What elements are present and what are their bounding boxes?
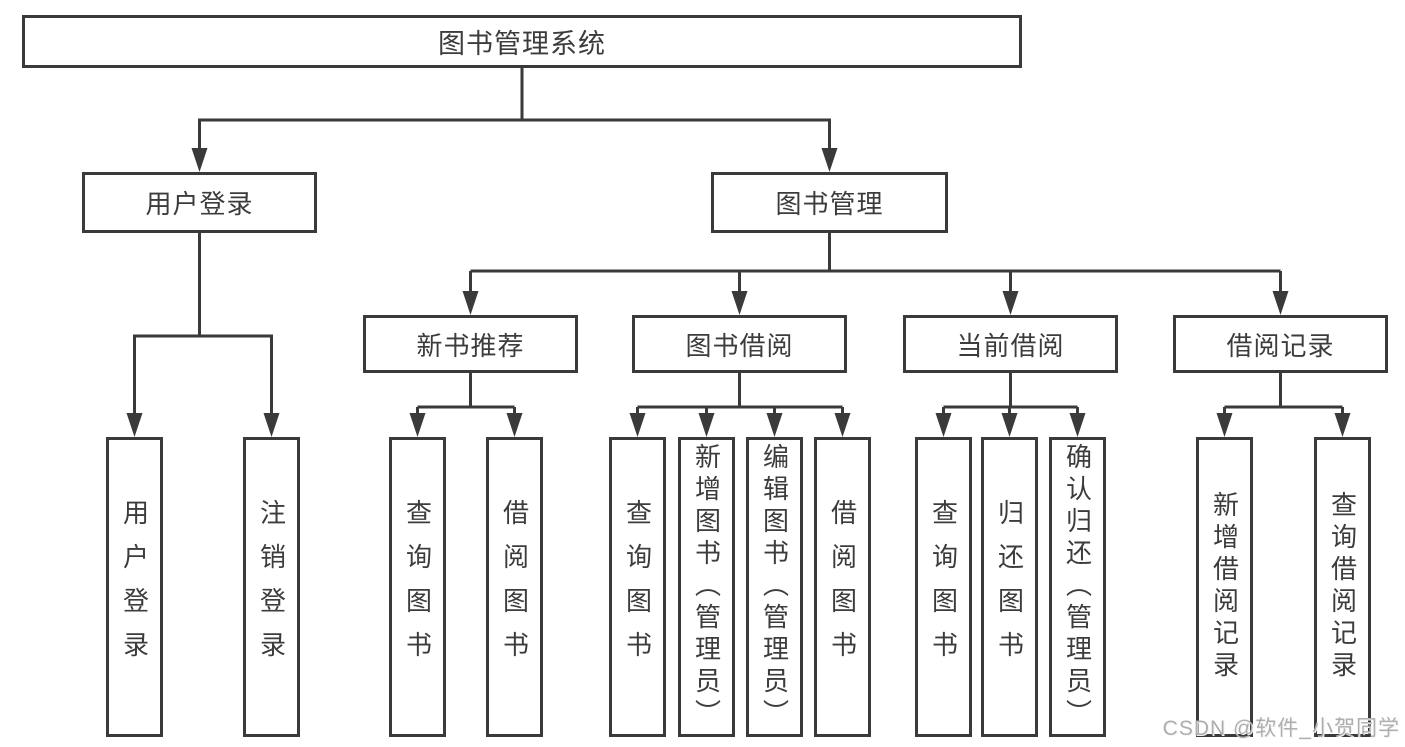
leaf-query-books-borrow: 查询图书 — [609, 437, 666, 737]
node-root-system: 图书管理系统 — [22, 15, 1022, 68]
leaf-logout: 注销登录 — [243, 437, 300, 737]
leaf-borrow-books-recommend: 借阅图书 — [486, 437, 543, 737]
connector-new-book-branch — [416, 373, 516, 418]
leaf-add-books-admin: 新增图书（管理员） — [678, 437, 735, 737]
connector-root-branch — [198, 68, 831, 152]
arrowheads — [126, 148, 1351, 437]
leaf-return-books: 归还图书 — [981, 437, 1038, 737]
arrow-icon — [834, 413, 851, 437]
arrow-icon — [1334, 413, 1351, 437]
leaf-query-borrow-record: 查询借阅记录 — [1314, 437, 1371, 737]
arrow-icon — [263, 413, 280, 437]
arrow-icon — [1069, 413, 1086, 437]
leaf-user-login: 用户登录 — [106, 437, 163, 737]
arrow-icon — [1216, 413, 1233, 437]
leaf-query-books-recommend: 查询图书 — [389, 437, 446, 737]
leaf-edit-books-admin: 编辑图书（管理员） — [746, 437, 803, 737]
arrow-icon — [462, 291, 479, 315]
connector-current-borrow-branch — [942, 373, 1079, 418]
connector-book-borrow-branch — [636, 373, 844, 418]
arrow-icon — [1002, 291, 1019, 315]
connector-user-login-branch — [133, 233, 273, 417]
node-new-book-recommend: 新书推荐 — [363, 315, 578, 373]
node-book-borrow: 图书借阅 — [632, 315, 847, 373]
arrow-icon — [409, 413, 426, 437]
arrow-icon — [629, 413, 646, 437]
connector-borrow-record-branch — [1223, 373, 1344, 418]
node-borrow-record: 借阅记录 — [1173, 315, 1388, 373]
arrow-icon — [1001, 413, 1018, 437]
node-book-management: 图书管理 — [711, 172, 948, 233]
arrow-icon — [935, 413, 952, 437]
arrow-icon — [731, 291, 748, 315]
connector-book-mgmt-branch — [469, 233, 1282, 295]
node-user-login: 用户登录 — [82, 172, 317, 233]
leaf-query-books-current: 查询图书 — [915, 437, 972, 737]
arrow-icon — [766, 413, 783, 437]
leaf-confirm-return-admin: 确认归还（管理员） — [1049, 437, 1106, 737]
arrow-icon — [126, 413, 143, 437]
arrow-icon — [821, 148, 838, 172]
leaf-borrow-books: 借阅图书 — [814, 437, 871, 737]
arrow-icon — [698, 413, 715, 437]
arrow-icon — [191, 148, 208, 172]
watermark: CSDN @软件_小贺同学 — [1162, 717, 1400, 740]
arrow-icon — [1272, 291, 1289, 315]
leaf-add-borrow-record: 新增借阅记录 — [1196, 437, 1253, 737]
arrow-icon — [506, 413, 523, 437]
node-current-borrow: 当前借阅 — [903, 315, 1118, 373]
